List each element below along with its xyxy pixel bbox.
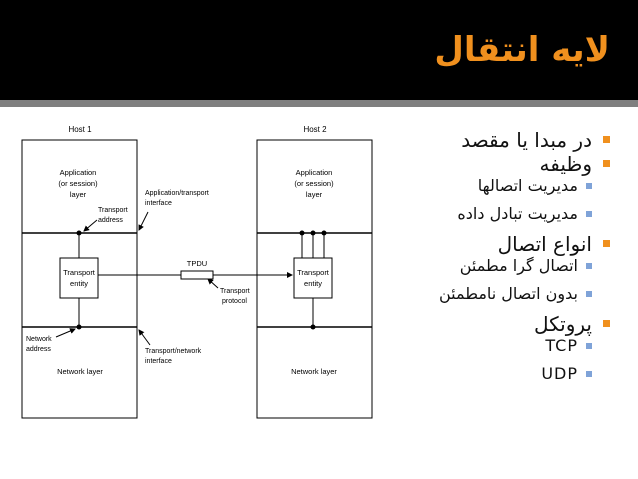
tpdu-box — [180, 270, 214, 280]
transport-network-if-arrow — [138, 329, 151, 346]
transport-network-if-label-1: Transport/network — [145, 348, 202, 355]
bullet-list: در مبدا یا مقصد وظیفه مدیریت اتصالها مدی… — [330, 128, 610, 392]
tpdu-label: TPDU — [187, 259, 207, 268]
h2-address-dot-a — [299, 230, 305, 236]
h2-entity-label-2: entity — [304, 279, 322, 288]
h2-transport-entity — [293, 257, 333, 299]
host1-label: Host 1 — [68, 125, 92, 134]
bullet-data-exchange-management: مدیریت تبادل داده — [330, 204, 610, 232]
bullet-connection-types: انواع اتصال — [330, 232, 610, 256]
h1-app-label-3: layer — [70, 190, 87, 199]
h2-app-label-3: layer — [306, 190, 323, 199]
network-address-arrow — [55, 328, 76, 338]
h1-entity-label-1: Transport — [63, 268, 96, 277]
host2-label: Host 2 — [303, 125, 327, 134]
h2-app-label-2: (or session) — [294, 179, 334, 188]
title-divider — [0, 100, 638, 107]
h2-address-dot-c — [321, 230, 327, 236]
bullet-unreliable-connectionless: بدون اتصال نامطمئن — [330, 284, 610, 312]
bullet-source-destination: در مبدا یا مقصد — [330, 128, 610, 152]
transport-network-if-label-2: interface — [145, 358, 172, 365]
h1-app-label-2: (or session) — [58, 179, 98, 188]
transport-address-label-1: Transport — [98, 207, 128, 214]
h1-network-address-dot — [76, 324, 82, 330]
transport-protocol-label-1: Transport — [220, 288, 250, 295]
network-address-label-2: address — [26, 346, 51, 353]
transport-layer-diagram: Host 1 Host 2 Application (or session) l… — [21, 125, 373, 419]
host1-box — [21, 139, 138, 419]
transport-address-label-2: address — [98, 217, 123, 224]
slide-title: لایه انتقال — [434, 30, 610, 70]
h2-address-dot-b — [310, 230, 316, 236]
bullet-connection-management: مدیریت اتصالها — [330, 176, 610, 204]
app-transport-if-label-1: Application/transport — [145, 190, 209, 197]
h2-network-address-dot — [310, 324, 316, 330]
h1-transport-entity — [59, 257, 99, 299]
bullet-tcp: TCP — [330, 336, 610, 364]
bullet-function: وظیفه — [330, 152, 610, 176]
app-transport-if-label-2: interface — [145, 200, 172, 207]
h1-entity-label-2: entity — [70, 279, 88, 288]
bullet-reliable-connection-oriented: اتصال گرا مطمئن — [330, 256, 610, 284]
h1-transport-address-dot — [76, 230, 82, 236]
network-address-label-1: Network — [26, 336, 52, 343]
h1-app-label: Application — [60, 168, 97, 177]
h2-entity-label-1: Transport — [297, 268, 330, 277]
h2-network-label: Network layer — [291, 367, 337, 376]
title-bar — [0, 0, 638, 100]
h1-network-label: Network layer — [57, 367, 103, 376]
transport-address-arrow — [83, 219, 98, 232]
bullet-protocol: پروتکل — [330, 312, 610, 336]
app-transport-if-arrow — [138, 211, 149, 231]
transport-protocol-pointer — [207, 278, 219, 289]
host2-box — [256, 139, 373, 419]
transport-protocol-label-2: protocol — [222, 298, 247, 305]
h2-app-label-1: Application — [296, 168, 333, 177]
bullet-udp: UDP — [330, 364, 610, 392]
